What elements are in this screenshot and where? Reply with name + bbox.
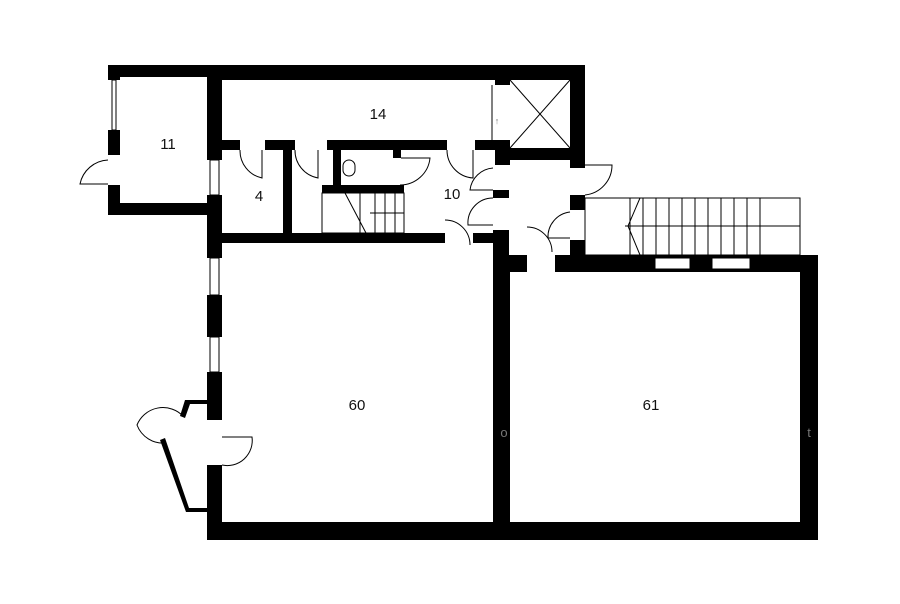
room-11-label: 11 <box>160 136 176 153</box>
room-10-label: 10 <box>444 186 461 203</box>
room-labels: 11 14 4 10 60 61 o t ↑ <box>160 106 811 440</box>
room-14-label: 14 <box>370 106 387 123</box>
room-4-label: 4 <box>255 188 263 205</box>
doors <box>79 149 613 467</box>
walls <box>108 65 818 540</box>
mark-o: o <box>500 425 507 440</box>
windows <box>111 79 220 498</box>
room-61-label: 61 <box>643 397 660 414</box>
arrow-up-icon: ↑ <box>495 116 500 126</box>
mark-t: t <box>807 425 811 440</box>
room-60-label: 60 <box>349 397 366 414</box>
elevator-shaft <box>491 79 571 149</box>
stairs <box>321 192 801 256</box>
